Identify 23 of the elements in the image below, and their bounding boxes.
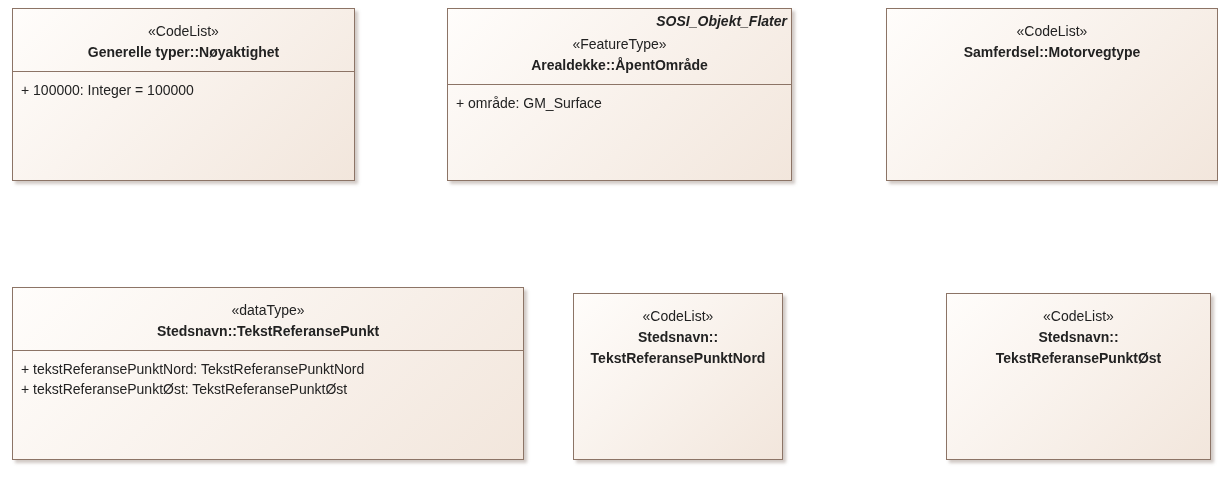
abstract-type-label: SOSI_Objekt_Flater	[655, 12, 789, 31]
uml-class-box	[573, 293, 783, 460]
class-name: Stedsnavn::TekstReferansePunkt	[155, 322, 381, 341]
stereotype-label: «CodeList»	[1015, 22, 1089, 41]
attribute-text: + 100000: Integer = 100000	[21, 81, 195, 100]
uml-class-box	[447, 8, 792, 181]
uml-class-box	[12, 287, 524, 460]
class-name: Generelle typer::Nøyaktighet	[86, 43, 281, 62]
attribute-text: + tekstReferansePunktNord: TekstReferansePunktNord	[21, 360, 366, 379]
class-name: Stedsnavn:: TekstReferansePunktNord	[589, 328, 767, 368]
stereotype-label: «FeatureType»	[571, 35, 668, 54]
attribute-text: + tekstReferansePunktØst: TekstReferansePunktØst	[21, 380, 349, 399]
uml-class-box	[946, 293, 1211, 460]
stereotype-label: «CodeList»	[1042, 307, 1115, 326]
class-name: Stedsnavn:: TekstReferansePunktØst	[994, 328, 1163, 368]
attribute-text: + område: GM_Surface	[456, 94, 603, 113]
stereotype-label: «dataType»	[230, 301, 306, 320]
uml-class-box	[886, 8, 1218, 181]
class-name: Samferdsel::Motorvegtype	[962, 43, 1142, 62]
class-name: Arealdekke::ÅpentOmråde	[530, 56, 709, 75]
stereotype-label: «CodeList»	[641, 307, 715, 326]
uml-class-box	[12, 8, 355, 181]
stereotype-label: «CodeList»	[147, 22, 220, 41]
